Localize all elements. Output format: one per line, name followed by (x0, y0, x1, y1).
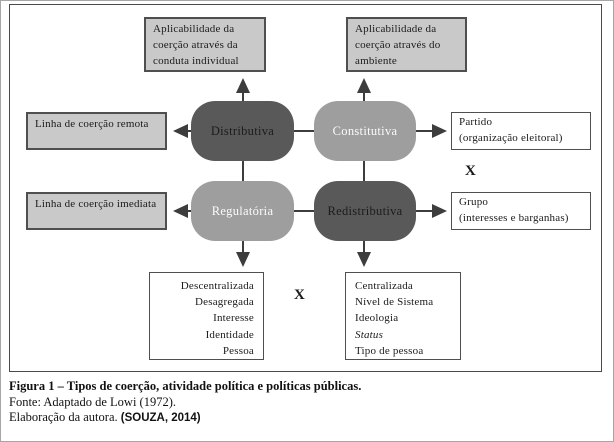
list-item: Tipo de pessoa (355, 344, 424, 357)
list-item: Desagregada (195, 296, 254, 309)
list-item: Descentralizada (180, 280, 254, 292)
box-grupo-title: Grupo (459, 196, 489, 208)
box-coercao-imediata: Linha de coerção imediata (26, 192, 167, 230)
x-mark-bottom: X (294, 287, 306, 303)
pill-constitutiva: Constitutiva (314, 101, 416, 161)
box-partido-subtitle: (organização eleitoral) (459, 131, 563, 144)
box-centralizada-list: Centralizada Nível de Sistema Ideologia … (345, 272, 461, 360)
list-item: Interesse (213, 312, 254, 325)
box-descentralizada-list: Descentralizada Desagregada Interesse Id… (149, 272, 264, 360)
caption-citation: (SOUZA, 2014) (120, 412, 201, 425)
pill-regulatoria: Regulatória (191, 181, 294, 241)
caption-credit-line: Elaboração da autora. (SOUZA, 2014) (9, 410, 361, 427)
box-partido: Partido (organização eleitoral) (451, 112, 591, 150)
box-aplicabilidade-ambiente: Aplicabilidade da coerção através do amb… (346, 17, 467, 72)
box-grupo: Grupo (interesses e barganhas) (451, 192, 591, 230)
list-item: Centralizada (355, 280, 413, 292)
x-mark-right: X (465, 163, 477, 179)
box-aplicabilidade-conduta: Aplicabilidade da coerção através da con… (144, 17, 266, 72)
caption-credit: Elaboração da autora. (9, 410, 118, 425)
box-coercao-remota: Linha de coerção remota (26, 112, 167, 150)
list-item: Nível de Sistema (355, 296, 434, 309)
list-item: Pessoa (222, 344, 254, 357)
list-item: Identidade (205, 328, 254, 341)
caption-source: Fonte: Adaptado de Lowi (1972). (9, 394, 176, 409)
diagram-frame (9, 4, 602, 372)
caption-title: Figura 1 – Tipos de coerção, atividade p… (9, 379, 362, 393)
box-grupo-subtitle: (interesses e barganhas) (459, 211, 569, 224)
box-partido-title: Partido (459, 116, 493, 128)
pill-redistributiva: Redistributiva (314, 181, 416, 241)
figure-caption: Figura 1 – Tipos de coerção, atividade p… (9, 379, 361, 427)
list-item-status: Status (355, 328, 384, 341)
pill-distributiva: Distributiva (191, 101, 294, 161)
list-item: Ideologia (355, 312, 399, 325)
